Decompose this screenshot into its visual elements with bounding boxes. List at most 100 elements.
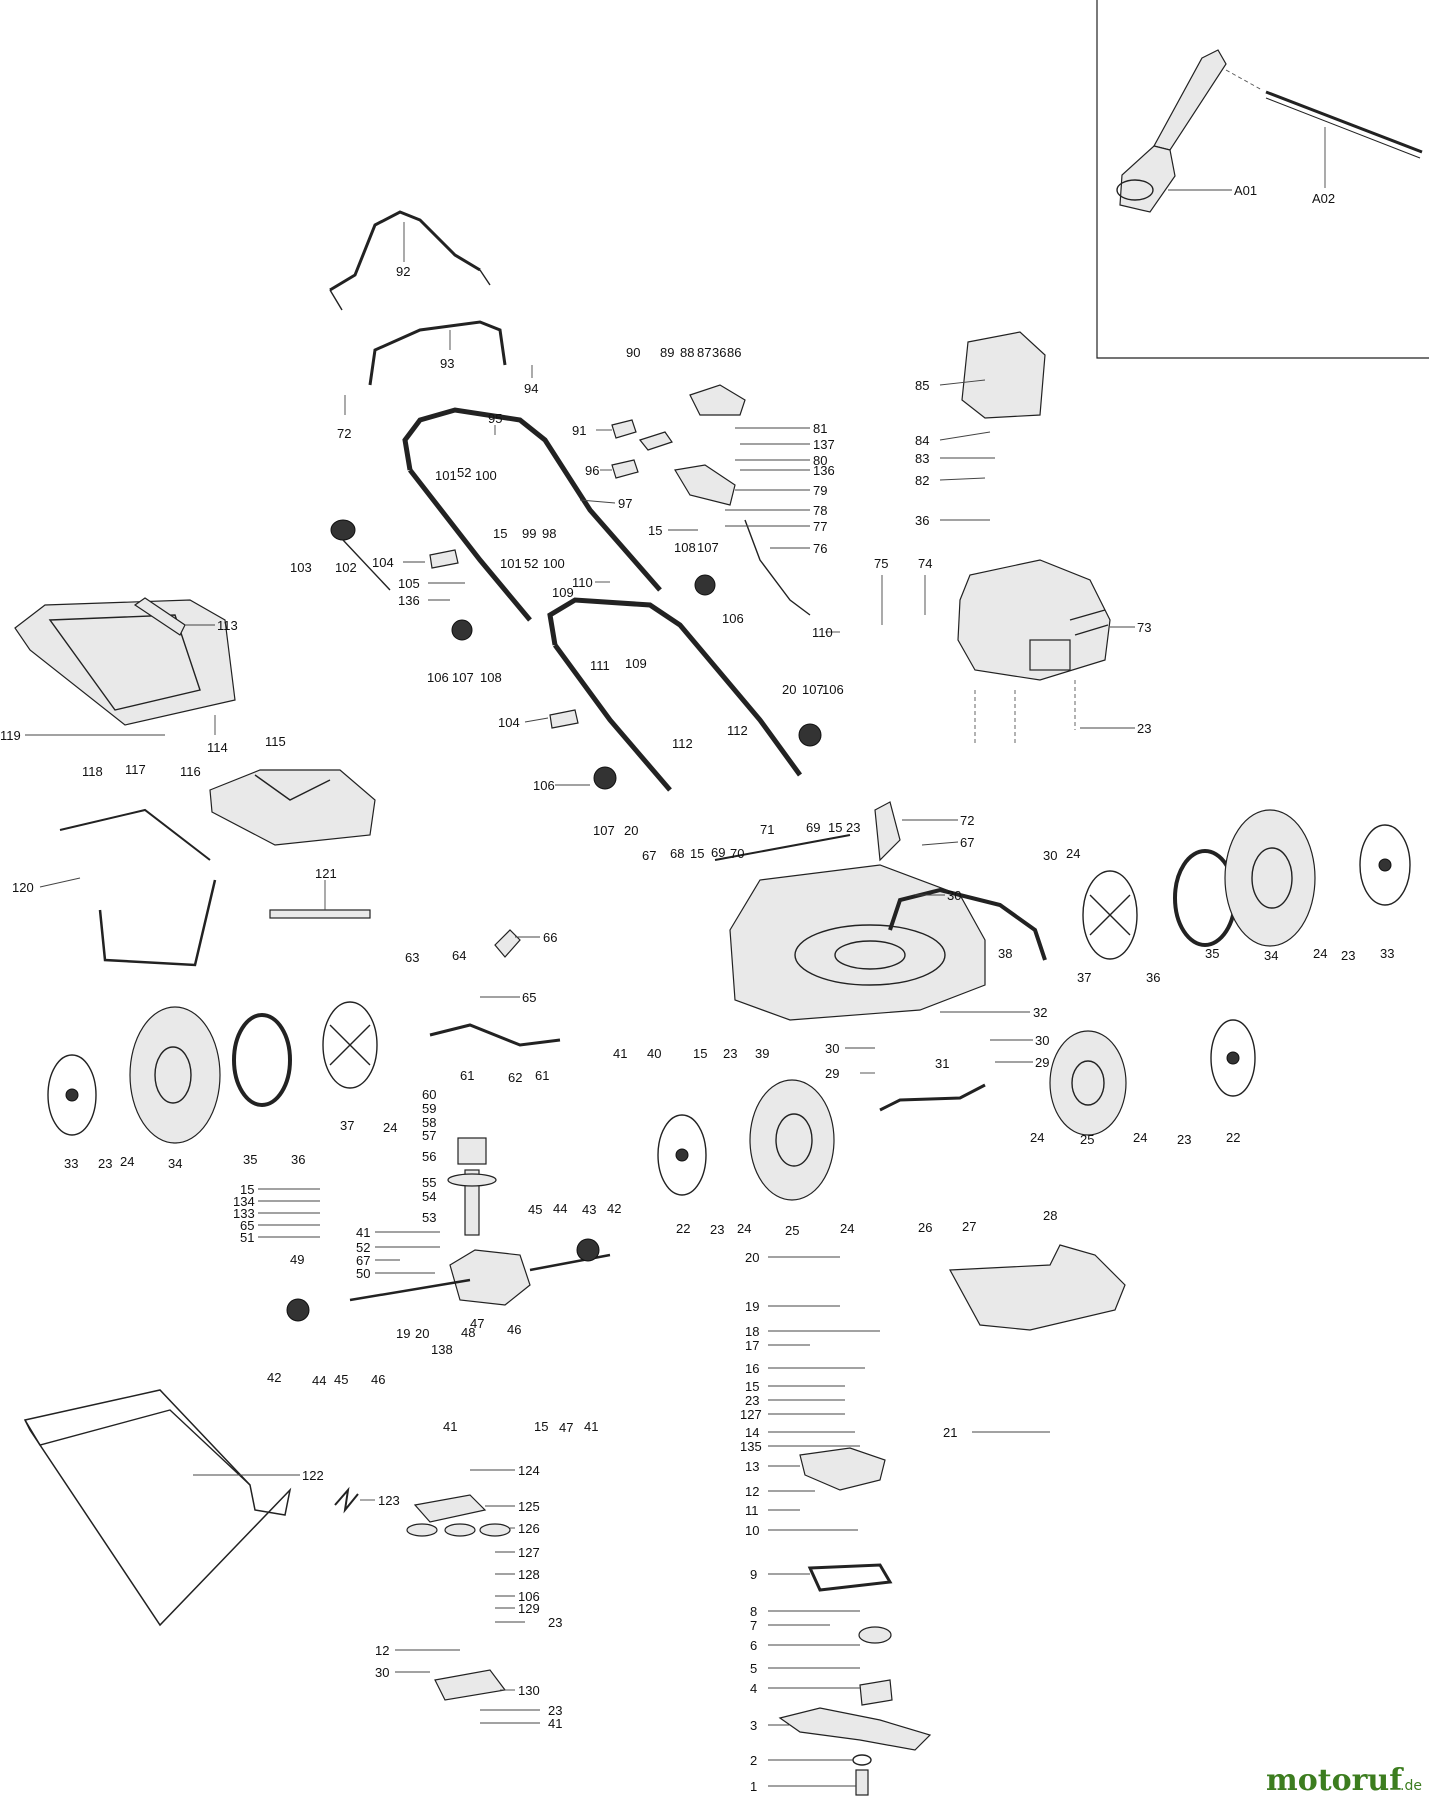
label-127-b: 127 — [518, 1545, 540, 1560]
label-49: 49 — [290, 1252, 304, 1267]
label-107-b: 107 — [697, 540, 719, 555]
label-85: 85 — [915, 378, 929, 393]
label-23-j: 23 — [548, 1703, 562, 1718]
label-106-e: 106 — [518, 1589, 540, 1604]
label-48: 48 — [461, 1325, 475, 1340]
label-12-a: 12 — [745, 1484, 759, 1499]
label-81: 81 — [813, 421, 827, 436]
part-9-belt — [807, 1563, 893, 1592]
part-a01-adapter — [1116, 49, 1227, 213]
label-112-b: 112 — [727, 723, 748, 738]
part-123-spring — [334, 1486, 359, 1514]
label-30-d: 30 — [1035, 1033, 1049, 1048]
part-73-engine — [957, 559, 1111, 681]
label-42-b: 42 — [267, 1370, 281, 1385]
label-24-g: 24 — [737, 1221, 751, 1236]
label-38: 38 — [998, 946, 1012, 961]
label-41-a: 41 — [613, 1046, 627, 1061]
label-32: 32 — [1033, 1005, 1047, 1020]
part-31-front-axle — [879, 1083, 986, 1112]
label-15-a: 15 — [493, 526, 507, 541]
label-37-a: 37 — [1077, 970, 1091, 985]
label-41-b: 41 — [356, 1225, 370, 1240]
part-125-plate — [413, 1494, 487, 1523]
label-93: 93 — [440, 356, 454, 371]
label-69-a: 69 — [806, 820, 820, 835]
part-85-engine-cover — [961, 331, 1046, 419]
label-103: 103 — [290, 560, 312, 575]
label-24-f: 24 — [1133, 1130, 1147, 1145]
label-73: 73 — [1137, 620, 1151, 635]
part-1-bolt — [855, 1769, 869, 1796]
label-12-b: 12 — [375, 1643, 389, 1658]
label-a01: A01 — [1234, 183, 1257, 198]
part-34-wheel-r — [1224, 809, 1316, 947]
label-4: 4 — [750, 1681, 757, 1696]
label-30-c: 30 — [825, 1041, 839, 1056]
label-72-top: 72 — [337, 426, 351, 441]
label-106-d: 106 — [533, 778, 555, 793]
label-25-b: 25 — [785, 1223, 799, 1238]
part-48-gearbox — [449, 1249, 531, 1306]
part-39-mower-deck — [729, 864, 986, 1021]
label-67-c: 67 — [356, 1253, 370, 1268]
part-37-hubcap-l — [322, 1001, 378, 1089]
part-122-grass-bag — [23, 1389, 292, 1627]
label-23-h: 23 — [745, 1393, 759, 1408]
label-125: 125 — [518, 1499, 540, 1514]
label-30-e: 30 — [375, 1665, 389, 1680]
part-35-gear-ring-l — [232, 1013, 292, 1107]
label-30-b: 30 — [1043, 848, 1057, 863]
part-121-rod — [269, 909, 371, 919]
label-1: 1 — [750, 1779, 757, 1794]
label-106-c: 106 — [822, 682, 844, 697]
label-34-b: 34 — [168, 1156, 182, 1171]
label-45-a: 45 — [528, 1202, 542, 1217]
part-107-knob-a — [694, 574, 716, 596]
label-83: 83 — [915, 451, 929, 466]
label-2: 2 — [750, 1753, 757, 1768]
label-45-b: 45 — [334, 1372, 348, 1387]
label-116: 116 — [180, 764, 201, 779]
part-43-gear-r — [576, 1238, 600, 1262]
label-97: 97 — [618, 496, 632, 511]
label-33-b: 33 — [64, 1156, 78, 1171]
label-62: 62 — [508, 1070, 522, 1085]
part-107-knob-d — [593, 766, 617, 790]
label-34-a: 34 — [1264, 948, 1278, 963]
part-72-bracket — [874, 801, 901, 862]
label-137: 137 — [813, 437, 835, 452]
label-120: 120 — [12, 880, 34, 895]
label-74: 74 — [918, 556, 932, 571]
label-59: 59 — [422, 1101, 436, 1116]
label-84: 84 — [915, 433, 929, 448]
label-24-c: 24 — [120, 1154, 134, 1169]
label-58: 58 — [422, 1115, 436, 1130]
part-8-pulley — [858, 1626, 892, 1644]
label-61-a: 61 — [460, 1068, 474, 1083]
label-57: 57 — [422, 1128, 436, 1143]
part-114-catcher-lid — [14, 599, 236, 726]
label-21: 21 — [943, 1425, 957, 1440]
label-36-d: 36 — [291, 1152, 305, 1167]
part-22-hub-fl — [657, 1114, 707, 1196]
label-46-b: 46 — [507, 1322, 521, 1337]
label-114: 114 — [207, 740, 228, 755]
label-82: 82 — [915, 473, 929, 488]
inset-accessory-box: A01 A02 — [1096, 0, 1429, 359]
label-122: 122 — [302, 1468, 324, 1483]
label-35-b: 35 — [243, 1152, 257, 1167]
part-28-chute — [949, 1244, 1126, 1331]
part-116-catcher-frame — [59, 808, 217, 967]
brand-suffix: .de — [1400, 1778, 1422, 1794]
label-101-b: 101 — [500, 556, 522, 571]
label-128: 128 — [518, 1567, 540, 1582]
label-55: 55 — [422, 1175, 436, 1190]
label-67-b: 67 — [642, 848, 656, 863]
label-30-a: 30 — [947, 888, 961, 903]
label-64: 64 — [452, 948, 466, 963]
part-25-wheel-fr — [1049, 1030, 1127, 1136]
label-24-e: 24 — [1030, 1130, 1044, 1145]
label-106-b: 106 — [722, 611, 744, 626]
part-104-clip-b — [549, 709, 579, 729]
